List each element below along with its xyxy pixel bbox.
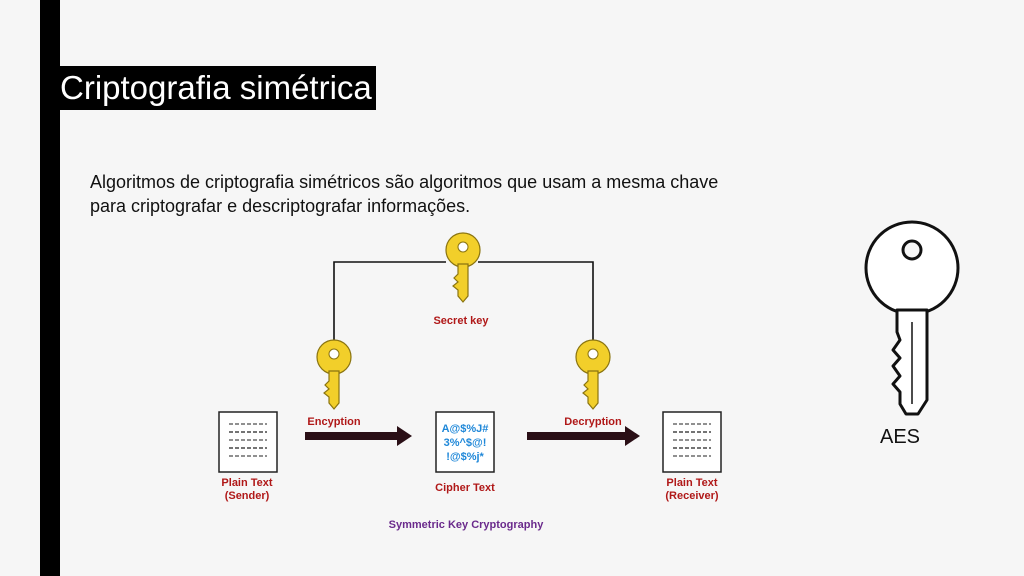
diagram-caption: Symmetric Key Cryptography <box>389 519 545 531</box>
connector-left <box>333 261 446 350</box>
encryption-key-icon <box>316 339 352 410</box>
aes-key-icon <box>864 220 960 416</box>
decryption-label: Decryption <box>564 416 622 428</box>
connector-right <box>478 261 594 350</box>
cipher-line-1: A@$%J# <box>442 423 489 435</box>
aes-label: AES <box>880 426 921 448</box>
encryption-label: Encyption <box>307 416 360 428</box>
plain-text-sender-label-1: Plain Text <box>221 477 272 489</box>
description-line-2: para criptografar e descriptografar info… <box>90 196 471 216</box>
cipher-text-document: A@$%J# 3%^$@! !@$%j* <box>435 411 495 473</box>
cipher-line-3: !@$%j* <box>446 451 484 463</box>
description-line-1: Algoritmos de criptografia simétricos sã… <box>90 172 719 192</box>
encryption-arrow <box>305 426 412 446</box>
slide-description: Algoritmos de criptografia simétricos sã… <box>90 170 860 218</box>
plain-text-receiver-label-1: Plain Text <box>666 477 717 489</box>
decryption-arrow <box>527 426 640 446</box>
decryption-key-icon <box>575 339 611 410</box>
secret-key-label: Secret key <box>433 315 489 327</box>
plain-text-sender-document <box>218 411 278 473</box>
slide-title: Criptografia simétrica <box>58 66 376 110</box>
cipher-line-2: 3%^$@! <box>444 437 487 449</box>
secret-key-icon <box>445 232 481 303</box>
left-accent-bar <box>40 0 60 576</box>
plain-text-sender-label-2: (Sender) <box>225 490 270 502</box>
plain-text-receiver-document <box>662 411 722 473</box>
cipher-text-label: Cipher Text <box>435 482 495 494</box>
plain-text-receiver-label-2: (Receiver) <box>665 490 719 502</box>
